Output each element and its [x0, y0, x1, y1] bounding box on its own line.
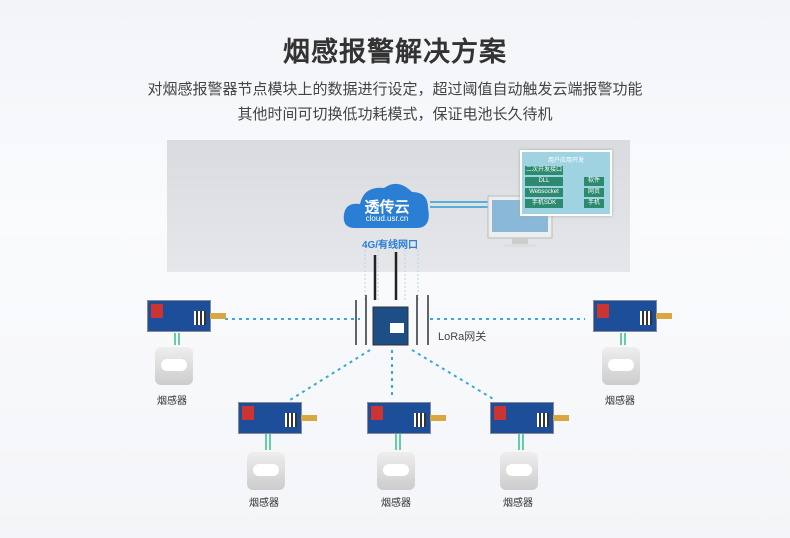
lora-module	[147, 300, 226, 332]
network-label: 4G/有线网口	[361, 240, 419, 251]
user-dev-box: 用户应用开发 二次开发接口 DLL Websocket 手机SDK 软件 网页 …	[520, 150, 612, 216]
smoke-detector-icon	[247, 452, 285, 490]
dev-left-item: DLL	[525, 177, 563, 186]
subtitle-line-2: 其他时间可切换低功耗模式，保证电池长久待机	[237, 106, 553, 123]
smoke-detector-icon	[155, 347, 193, 385]
link-bottom-right	[411, 349, 496, 401]
link-bottom-left	[289, 349, 371, 401]
sensor-label: 烟感器	[503, 498, 533, 509]
dev-right-item: 软件	[584, 177, 604, 186]
sensor-label: 烟感器	[605, 396, 635, 407]
sensor-label: 烟感器	[381, 498, 411, 509]
gateway-icon	[355, 252, 429, 346]
cloud-url: cloud.usr.cn	[365, 214, 409, 223]
smoke-detector-icon	[500, 452, 538, 490]
dev-interface: 二次开发接口	[525, 166, 563, 175]
dev-right-item: 网页	[584, 188, 604, 197]
dev-right-item: 手机	[584, 199, 604, 208]
dev-left-item: 手机SDK	[525, 199, 563, 208]
lora-module	[238, 402, 317, 434]
lora-module	[490, 402, 569, 434]
gateway-label: LoRa网关	[438, 331, 487, 343]
sensor-label: 烟感器	[157, 396, 187, 407]
dev-left-item: Websocket	[525, 188, 563, 197]
sensor-label: 烟感器	[249, 498, 279, 509]
page-title: 烟感报警解决方案	[283, 37, 507, 67]
cloud-icon	[343, 183, 429, 228]
cloud-name: 透传云	[364, 199, 410, 216]
smoke-detector-icon	[602, 347, 640, 385]
smoke-detector-icon	[377, 452, 415, 490]
lora-module	[367, 402, 446, 434]
user-dev-title: 用户应用开发	[547, 158, 584, 164]
lora-module	[593, 300, 672, 332]
subtitle-line-1: 对烟感报警器节点模块上的数据进行设定，超过阈值自动触发云端报警功能	[147, 81, 643, 98]
